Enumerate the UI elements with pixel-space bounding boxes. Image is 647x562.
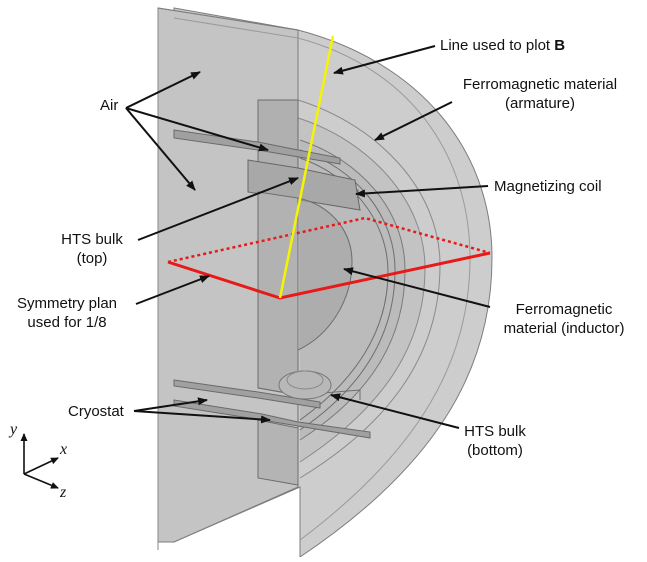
hts-bulk-bottom-shape: [278, 370, 332, 400]
label-hts-bulk-top: HTS bulk(top): [61, 231, 123, 267]
plot-line: [278, 35, 335, 299]
label-hts-bulk-bottom: HTS bulk(bottom): [464, 423, 526, 459]
label-ferro-armature: Ferromagnetic material(armature): [462, 76, 618, 112]
axis-label-y: y: [10, 421, 18, 438]
leader-arrows: [125, 45, 491, 429]
label-line-plot-b: Line used to plot B: [440, 37, 566, 54]
label-magnetizing-coil: Magnetizing coil: [494, 178, 602, 195]
axis-label-z: z: [60, 484, 67, 501]
axis-label-x: x: [60, 441, 68, 458]
label-air: Air: [100, 97, 119, 114]
axis-triad: [20, 433, 59, 489]
label-cryostat: Cryostat: [68, 403, 124, 420]
inductor-block: [247, 99, 361, 487]
